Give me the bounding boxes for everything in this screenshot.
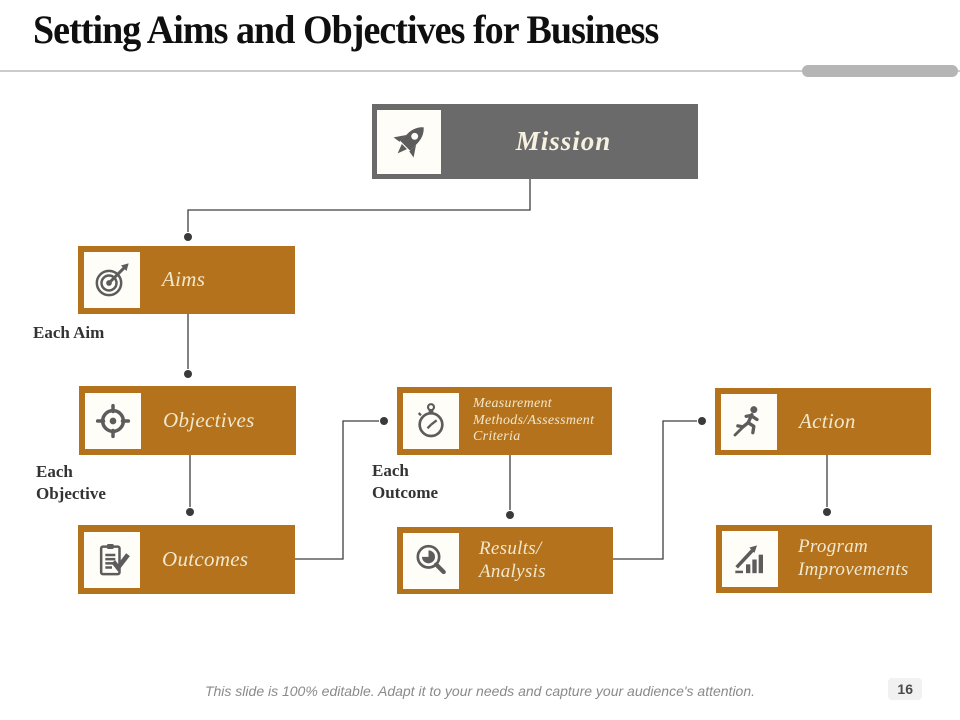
node-results-label: Results/ Analysis — [479, 537, 546, 582]
node-objectives-label: Objectives — [163, 407, 255, 432]
node-aims: Aims — [78, 246, 295, 314]
node-objectives: Objectives — [79, 386, 296, 455]
node-program-label: Program Improvements — [798, 536, 909, 580]
page-number: 16 — [888, 678, 922, 700]
edge-label-each-aim: Each Aim — [33, 323, 105, 342]
node-measurement: Measurement Methods/Assessment Criteria — [397, 387, 612, 455]
clipboard-check-icon — [84, 531, 140, 588]
node-action-label: Action — [799, 408, 856, 433]
edge-label-each-objective: Each Objective — [36, 462, 106, 504]
node-action: Action — [715, 388, 931, 455]
node-mission: Mission — [372, 104, 698, 179]
footer-note: This slide is 100% editable. Adapt it to… — [204, 683, 756, 699]
page-title: Setting Aims and Objectives for Business — [33, 7, 659, 52]
title-divider — [0, 70, 960, 72]
edge-label-each-outcome: Each Outcome — [372, 461, 439, 503]
title-divider-pill — [802, 65, 958, 77]
node-outcomes-label: Outcomes — [162, 546, 249, 571]
node-results: Results/ Analysis — [397, 527, 613, 594]
magnifier-pie-chart-icon — [403, 532, 459, 589]
node-aims-label: Aims — [162, 267, 206, 292]
runner-icon — [721, 393, 777, 450]
crosshair-icon — [85, 392, 141, 449]
node-measurement-label: Measurement Methods/Assessment Criteria — [473, 396, 595, 445]
node-outcomes: Outcomes — [78, 525, 295, 594]
node-mission-label: Mission — [515, 126, 612, 157]
rocket-icon — [377, 109, 441, 174]
stopwatch-icon — [403, 393, 459, 449]
growth-chart-icon — [722, 531, 778, 587]
node-program: Program Improvements — [716, 525, 932, 593]
target-arrow-icon — [84, 252, 140, 308]
